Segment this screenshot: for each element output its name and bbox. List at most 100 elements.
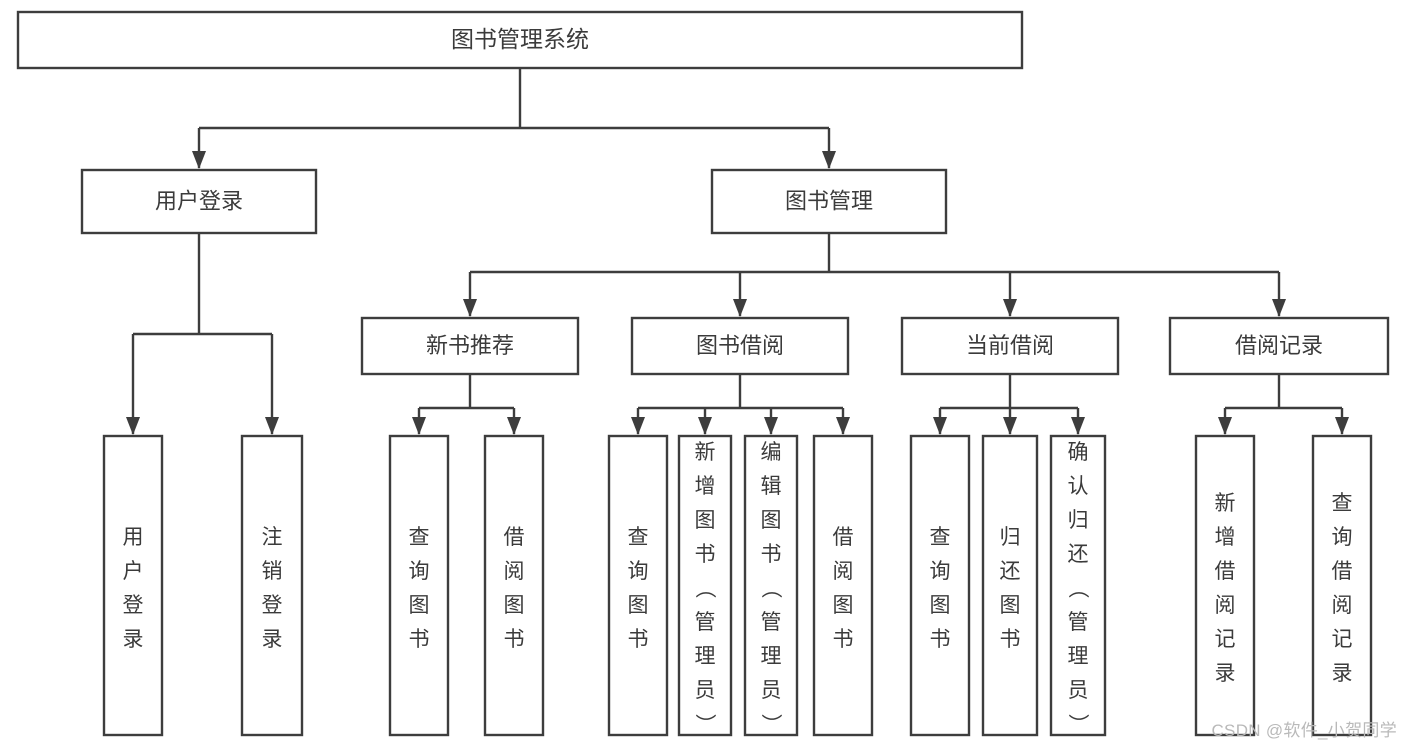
node-level3-0[interactable] bbox=[360, 316, 580, 376]
svg-text:辑: 辑 bbox=[761, 475, 782, 498]
svg-text:理: 理 bbox=[695, 645, 716, 668]
level3-0-fan-arrow-0 bbox=[412, 417, 426, 435]
svg-text:还: 还 bbox=[1000, 560, 1021, 583]
svg-text:认: 认 bbox=[1068, 475, 1089, 498]
svg-text:借: 借 bbox=[1332, 560, 1353, 583]
svg-text:图: 图 bbox=[761, 509, 782, 532]
node-level3-label-1: 图书借阅 bbox=[696, 333, 784, 358]
svg-text:图: 图 bbox=[930, 594, 951, 617]
svg-text:书: 书 bbox=[833, 628, 854, 651]
svg-text:新: 新 bbox=[695, 441, 716, 464]
svg-text:注: 注 bbox=[262, 526, 283, 549]
bookmgmt-fan-arrow-3 bbox=[1272, 299, 1286, 317]
svg-text:户: 户 bbox=[123, 560, 144, 583]
node-level3-label-3: 借阅记录 bbox=[1235, 333, 1323, 358]
svg-text:管: 管 bbox=[1068, 611, 1089, 634]
bookmgmt-fan-arrow-1 bbox=[733, 299, 747, 317]
root-fan-arrow-1 bbox=[822, 151, 836, 169]
bookmgmt-fan-arrow-0 bbox=[463, 299, 477, 317]
svg-text:录: 录 bbox=[123, 628, 144, 651]
svg-text:还: 还 bbox=[1068, 543, 1089, 566]
node-level2-label-1: 图书管理 bbox=[785, 188, 873, 213]
svg-text:确: 确 bbox=[1068, 441, 1089, 464]
svg-text:录: 录 bbox=[262, 628, 283, 651]
leaf-level3-1-2[interactable] bbox=[743, 434, 799, 737]
leaf-level3-0-0[interactable] bbox=[388, 434, 450, 737]
level2-0-fan-arrow-1 bbox=[265, 417, 279, 435]
svg-text:记: 记 bbox=[1332, 628, 1353, 651]
leaf-level3-2-0[interactable] bbox=[909, 434, 971, 737]
leaf-level3-3-0[interactable] bbox=[1194, 434, 1256, 737]
node-level2-label-0: 用户登录 bbox=[155, 188, 243, 213]
csdn-watermark: CSDN @软件_小贺同学 bbox=[1211, 721, 1397, 740]
svg-text:）: ） bbox=[759, 714, 782, 735]
svg-text:（: （ bbox=[759, 578, 782, 599]
svg-text:录: 录 bbox=[1215, 662, 1236, 685]
leaf-level3-3-1[interactable] bbox=[1311, 434, 1373, 737]
leaf-level3-1-0[interactable] bbox=[607, 434, 669, 737]
node-level3-3[interactable] bbox=[1168, 316, 1390, 376]
leaf-level3-1-3[interactable] bbox=[812, 434, 874, 737]
svg-text:阅: 阅 bbox=[1215, 594, 1236, 617]
level3-2-fan-arrow-0 bbox=[933, 417, 947, 435]
svg-text:归: 归 bbox=[1068, 509, 1089, 532]
leaf-level3-2-1[interactable] bbox=[981, 434, 1039, 737]
svg-text:管: 管 bbox=[695, 611, 716, 634]
svg-text:查: 查 bbox=[1332, 492, 1353, 515]
leaf-level3-1-1[interactable] bbox=[677, 434, 733, 737]
svg-text:登: 登 bbox=[123, 594, 144, 617]
root-fan-arrow-0 bbox=[192, 151, 206, 169]
node-level3-2[interactable] bbox=[900, 316, 1120, 376]
connector-lines-layer bbox=[126, 68, 1349, 435]
svg-text:员: 员 bbox=[761, 679, 782, 702]
svg-text:图: 图 bbox=[1000, 594, 1021, 617]
svg-text:查: 查 bbox=[409, 526, 430, 549]
svg-text:询: 询 bbox=[1332, 526, 1353, 549]
svg-text:借: 借 bbox=[833, 526, 854, 549]
node-level3-1[interactable] bbox=[630, 316, 850, 376]
node-level3-label-2: 当前借阅 bbox=[966, 333, 1054, 358]
node-boxes-layer: 图书管理系统用户登录图书管理用户登录注销登录新书推荐图书借阅当前借阅借阅记录查询… bbox=[16, 10, 1390, 737]
svg-text:图: 图 bbox=[628, 594, 649, 617]
node-root-label: 图书管理系统 bbox=[451, 26, 589, 52]
svg-text:询: 询 bbox=[930, 560, 951, 583]
leaf-level2-0-0[interactable] bbox=[102, 434, 164, 737]
node-root[interactable] bbox=[16, 10, 1024, 70]
svg-text:录: 录 bbox=[1332, 662, 1353, 685]
svg-text:销: 销 bbox=[262, 560, 283, 583]
leaf-level3-2-2[interactable] bbox=[1049, 434, 1107, 737]
svg-text:新: 新 bbox=[1215, 492, 1236, 515]
svg-text:员: 员 bbox=[1068, 679, 1089, 702]
leaf-level2-0-1[interactable] bbox=[240, 434, 304, 737]
svg-text:书: 书 bbox=[930, 628, 951, 651]
level3-1-fan-arrow-0 bbox=[631, 417, 645, 435]
svg-text:阅: 阅 bbox=[833, 560, 854, 583]
node-level2-1[interactable] bbox=[710, 168, 948, 235]
leaf-level2-label-0-0: 用户登录 bbox=[123, 526, 144, 651]
svg-text:询: 询 bbox=[409, 560, 430, 583]
level3-3-fan-arrow-0 bbox=[1218, 417, 1232, 435]
svg-text:归: 归 bbox=[1000, 526, 1021, 549]
svg-text:编: 编 bbox=[761, 441, 782, 464]
svg-text:阅: 阅 bbox=[1332, 594, 1353, 617]
svg-text:查: 查 bbox=[628, 526, 649, 549]
svg-text:记: 记 bbox=[1215, 628, 1236, 651]
svg-text:图: 图 bbox=[833, 594, 854, 617]
svg-text:图: 图 bbox=[504, 594, 525, 617]
level3-3-fan-arrow-1 bbox=[1335, 417, 1349, 435]
svg-text:用: 用 bbox=[123, 526, 144, 549]
svg-text:借: 借 bbox=[504, 526, 525, 549]
node-level2-0[interactable] bbox=[80, 168, 318, 235]
level3-1-fan-arrow-2 bbox=[764, 417, 778, 435]
svg-text:书: 书 bbox=[1000, 628, 1021, 651]
level3-1-fan-arrow-1 bbox=[698, 417, 712, 435]
svg-text:理: 理 bbox=[1068, 645, 1089, 668]
leaf-level3-0-1[interactable] bbox=[483, 434, 545, 737]
